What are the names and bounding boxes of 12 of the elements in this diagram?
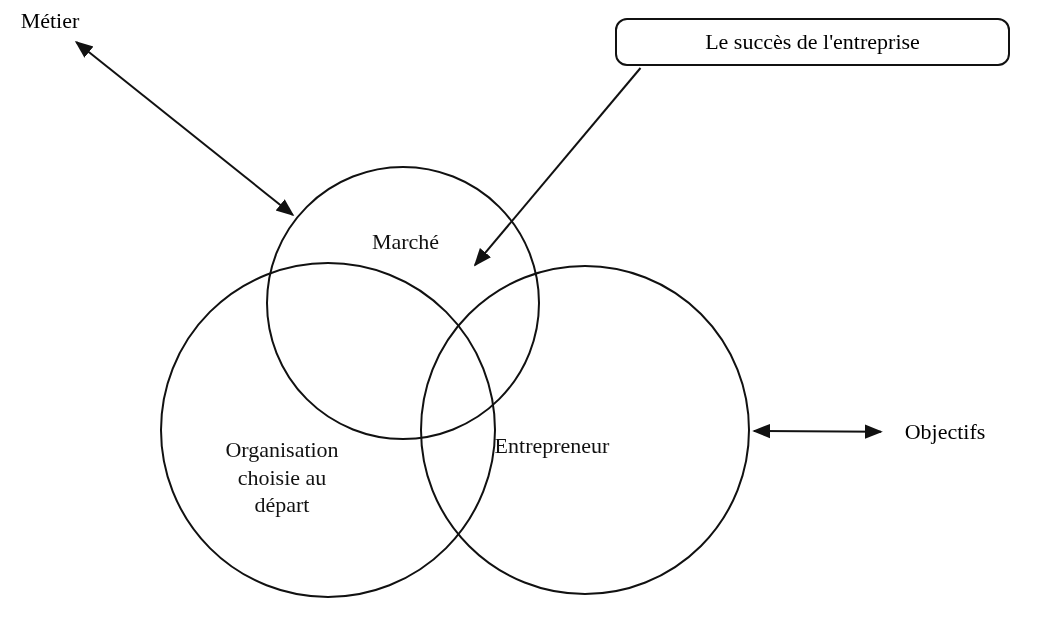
label-text: Objectifs bbox=[885, 415, 1005, 449]
double-arrow bbox=[74, 40, 295, 217]
circle-label: Organisation choisie au départ bbox=[224, 436, 340, 519]
circle-label: Marché bbox=[370, 228, 441, 256]
label-text: Métier bbox=[5, 4, 95, 38]
circle-label: Entrepreneur bbox=[493, 432, 611, 460]
double-arrow bbox=[752, 423, 883, 439]
venn-circle bbox=[420, 265, 750, 595]
venn-circle bbox=[266, 166, 540, 440]
rounded-box: Le succès de l'entreprise bbox=[615, 18, 1010, 66]
double-arrow bbox=[473, 67, 642, 267]
venn-circle bbox=[160, 262, 496, 598]
